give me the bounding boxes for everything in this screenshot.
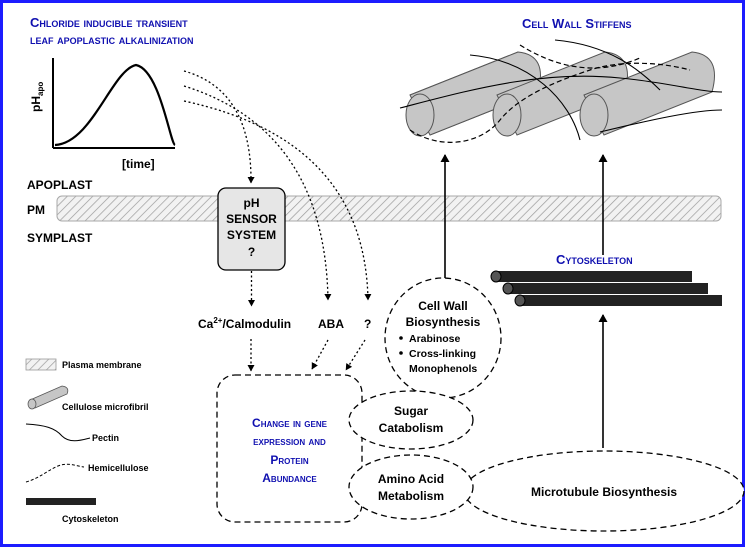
legend-cytoskeleton: Cytoskeleton — [62, 514, 119, 524]
cytoskeleton-tubes — [490, 270, 722, 307]
arrow-unknown-to-gene — [345, 339, 366, 371]
cylinder-2 — [492, 93, 522, 137]
gene-line-3: Protein — [270, 453, 308, 467]
biosynthesis-line-2: Biosynthesis — [406, 315, 481, 329]
sensor-line-4: ? — [248, 245, 255, 259]
biosynthesis-item-1: Arabinose — [409, 333, 461, 345]
biosynthesis-item-2: Cross-linking — [409, 348, 476, 360]
title-line-1: Chloride inducible transient — [30, 15, 188, 30]
legend-pectin: Pectin — [92, 433, 119, 443]
cytoskeleton-title: Cytoskeleton — [556, 252, 633, 267]
legend-cellulose-swatch — [27, 385, 69, 410]
bullet-1 — [399, 336, 403, 340]
ph-curve — [54, 63, 176, 147]
gene-line-1: Change in gene — [252, 416, 328, 430]
biosynthesis-item-3: Monophenols — [409, 363, 477, 375]
sugar-catabolism-node — [348, 390, 474, 450]
legend-plasma-membrane: Plasma membrane — [62, 360, 142, 370]
sensor-line-3: SYSTEM — [227, 228, 276, 242]
ph-graph: pHapo [time] — [29, 58, 176, 171]
svg-text:Ca2+/Calmodulin: Ca2+/Calmodulin — [198, 316, 291, 331]
amino-line-1: Amino Acid — [378, 472, 444, 486]
legend-hemicellulose-swatch — [25, 463, 85, 483]
label-pm: PM — [27, 203, 45, 217]
bullet-2 — [399, 351, 403, 355]
label-symplast: SYMPLAST — [27, 231, 93, 245]
signal-arrow-aba — [183, 85, 332, 301]
graph-ylabel: pHapo — [29, 82, 45, 112]
plasma-membrane-band — [56, 195, 722, 222]
ph-sensor-box — [217, 187, 286, 271]
tube-1 — [496, 271, 692, 282]
amino-line-2: Metabolism — [378, 489, 444, 503]
sugar-line-1: Sugar — [394, 404, 428, 418]
gene-line-2: expression and — [253, 434, 326, 448]
sensor-line-1: pH — [244, 196, 260, 210]
legend-hemicellulose: Hemicellulose — [88, 463, 149, 473]
sugar-line-2: Catabolism — [379, 421, 444, 435]
tube-2 — [508, 283, 708, 294]
graph-xlabel: [time] — [122, 157, 155, 171]
label-aba: ABA — [318, 317, 344, 331]
tube-3 — [520, 295, 722, 306]
cylinder-3 — [579, 93, 609, 137]
gene-line-4: Abundance — [262, 471, 317, 485]
legend: Plasma membrane Cellulose microfibril Pe… — [25, 358, 149, 524]
legend-membrane-swatch — [25, 358, 57, 371]
microtubule-label: Microtubule Biosynthesis — [531, 485, 677, 499]
legend-pectin-swatch — [25, 423, 91, 442]
cellulose-microfibrils — [399, 39, 723, 143]
amino-acid-node — [348, 454, 474, 520]
biosynthesis-line-1: Cell Wall — [418, 299, 468, 313]
label-ca-calmodulin: Ca2+/Calmodulin — [198, 316, 291, 331]
arrow-aba-to-gene — [311, 339, 329, 370]
cell-wall-title: Cell Wall Stiffens — [522, 16, 632, 31]
svg-text:pHapo: pHapo — [29, 82, 45, 112]
signal-arrow-unknown — [183, 100, 372, 301]
label-apoplast: APOPLAST — [27, 178, 93, 192]
label-unknown-signal: ? — [364, 317, 371, 331]
legend-cellulose: Cellulose microfibril — [62, 402, 149, 412]
signal-arrow-sensor — [183, 70, 255, 184]
gene-expression-box — [216, 374, 363, 523]
sensor-line-2: SENSOR — [226, 212, 277, 226]
title-line-2: leaf apoplastic alkalinization — [30, 32, 194, 47]
legend-cytoskeleton-swatch — [26, 498, 96, 505]
